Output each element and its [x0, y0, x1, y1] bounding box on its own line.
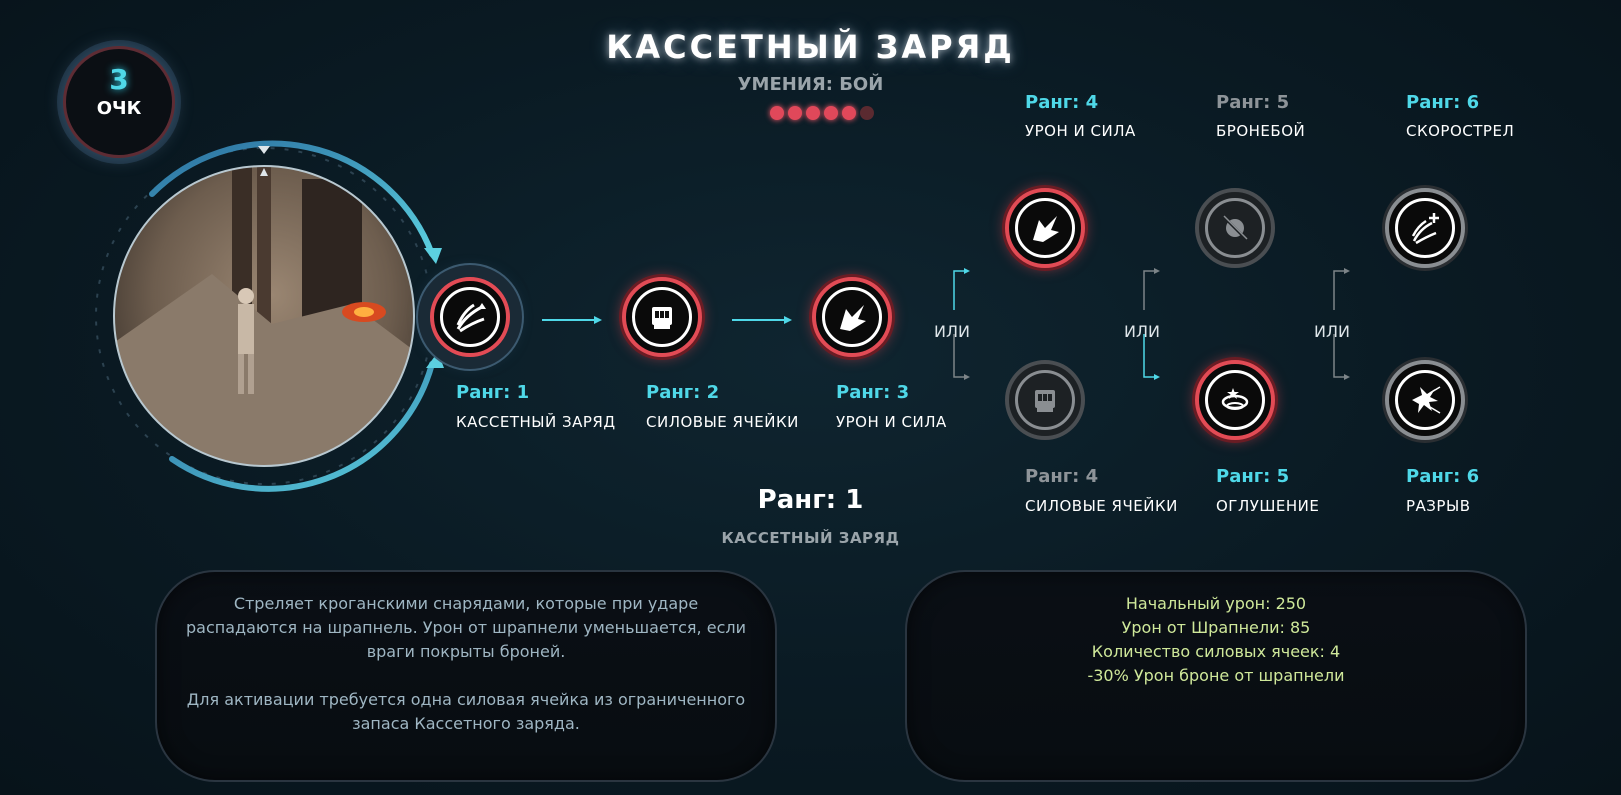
rank1-name: КАССЕТНЫЙ ЗАРЯД: [456, 413, 616, 431]
stat-line: Начальный урон: 250: [1125, 594, 1307, 613]
stat-line: Количество силовых ячеек: 4: [1091, 642, 1341, 661]
rank6b-rank: Ранг: 6: [1406, 466, 1480, 487]
description-paragraph: Для активации требуется одна силовая яче…: [186, 690, 746, 733]
level-pip: [770, 106, 784, 120]
cluster-shot-icon: [440, 287, 500, 347]
rank4b-rank: Ранг: 4: [1025, 466, 1099, 487]
or-label-rank6: ИЛИ: [1314, 322, 1350, 341]
skill-node-rank1[interactable]: [430, 277, 510, 357]
stat-line: Урон от Шрапнели: 85: [1121, 618, 1311, 637]
skill-node-rank4b[interactable]: [1005, 360, 1085, 440]
rank5a-name: БРОНЕБОЙ: [1216, 122, 1306, 140]
skill-points-value: 3: [109, 63, 129, 96]
arrow-rank1-to-rank2: [542, 316, 602, 324]
skill-category: УМЕНИЯ: БОЙ: [737, 74, 884, 95]
stats-panel: Начальный урон: 250 Урон от Шрапнели: 85…: [905, 570, 1527, 782]
rank4a-name: УРОН И СИЛА: [1025, 122, 1136, 140]
stat-line: -30% Урон броне от шрапнели: [1087, 666, 1345, 685]
rank2-name: СИЛОВЫЕ ЯЧЕЙКИ: [646, 413, 799, 431]
rapid-fire-icon: [1395, 198, 1455, 258]
rank6a-rank: Ранг: 6: [1406, 92, 1480, 113]
level-pip-empty: [860, 106, 874, 120]
rank6a-name: СКОРОСТРЕЛ: [1406, 122, 1515, 140]
skill-node-rank5b[interactable]: [1195, 360, 1275, 440]
skill-node-rank4a[interactable]: [1005, 188, 1085, 268]
branch-connector-rank6: [1333, 268, 1350, 380]
skill-node-rank3[interactable]: [812, 277, 892, 357]
branch-connector-rank4: [953, 268, 970, 380]
power-cell-icon: [1015, 370, 1075, 430]
skill-node-rank6b[interactable]: [1385, 360, 1465, 440]
or-label-rank5: ИЛИ: [1124, 322, 1160, 341]
branch-connector-rank5: [1143, 268, 1160, 380]
level-pip: [806, 106, 820, 120]
burst-icon: [1395, 370, 1455, 430]
stun-icon: [1205, 370, 1265, 430]
selected-name: КАССЕТНЫЙ ЗАРЯД: [721, 529, 900, 547]
skill-title: КАССЕТНЫЙ ЗАРЯД: [606, 28, 1015, 66]
rank4b-name: СИЛОВЫЕ ЯЧЕЙКИ: [1025, 497, 1178, 515]
description-panel: Стреляет кроганскими снарядами, которые …: [155, 570, 777, 782]
rank3-name: УРОН И СИЛА: [836, 413, 947, 431]
armor-piercing-icon: [1205, 198, 1265, 258]
or-label-rank4: ИЛИ: [934, 322, 970, 341]
skill-level-pips: [770, 106, 874, 120]
rank6b-name: РАЗРЫВ: [1406, 497, 1471, 515]
rank5b-name: ОГЛУШЕНИЕ: [1216, 497, 1320, 515]
skill-preview-video: [95, 140, 444, 492]
description-paragraph: Стреляет кроганскими снарядами, которые …: [186, 594, 746, 661]
level-pip: [788, 106, 802, 120]
rank2-rank: Ранг: 2: [646, 382, 720, 403]
rank5b-rank: Ранг: 5: [1216, 466, 1290, 487]
power-cell-icon: [632, 287, 692, 347]
level-pip: [824, 106, 838, 120]
level-pip: [842, 106, 856, 120]
rank4a-rank: Ранг: 4: [1025, 92, 1099, 113]
damage-force-icon: [1015, 198, 1075, 258]
skill-points-label: ОЧК: [96, 98, 142, 119]
skill-points-badge: 3 ОЧК: [63, 46, 175, 158]
rank3-rank: Ранг: 3: [836, 382, 910, 403]
skill-node-rank6a[interactable]: [1385, 188, 1465, 268]
skill-node-rank2[interactable]: [622, 277, 702, 357]
damage-force-icon: [822, 287, 882, 347]
rank1-rank: Ранг: 1: [456, 382, 530, 403]
arrow-rank2-to-rank3: [732, 316, 792, 324]
selected-rank: Ранг: 1: [757, 485, 864, 515]
skill-node-rank5a[interactable]: [1195, 188, 1275, 268]
rank5a-rank: Ранг: 5: [1216, 92, 1290, 113]
